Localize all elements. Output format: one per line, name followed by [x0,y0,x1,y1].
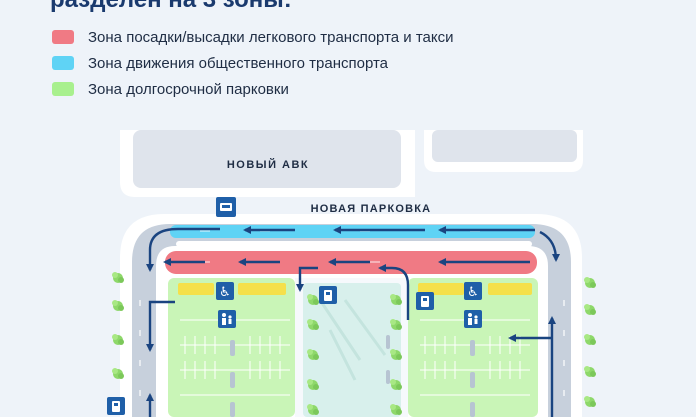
legend-item-dropoff-zone: Зона посадки/высадки легкового транспорт… [52,24,453,50]
legend-swatch-green [52,82,74,96]
legend-swatch-blue [52,56,74,70]
legend-item-public-transport-zone: Зона движения общественного транспорта [52,50,453,76]
legend-label: Зона долгосрочной парковки [88,80,289,98]
svg-text:♿: ♿ [219,284,231,299]
bus-stop-icon [216,197,236,217]
parking-dividers [230,335,475,417]
family-icon [218,310,482,328]
terminal-building: НОВЫЙ АВК [120,130,415,197]
legend: Зона посадки/высадки легкового транспорт… [52,24,453,102]
legend-label: Зона посадки/высадки легкового транспорт… [88,28,454,46]
parking-label: НОВАЯ ПАРКОВКА [311,203,432,215]
side-lane-markings [139,300,565,396]
side-building [424,130,583,172]
terminal-label: НОВЫЙ АВК [227,158,309,171]
arrow-icon [146,226,560,417]
wheelchair-icon: ♿ ♿ [216,282,482,300]
svg-text:♿: ♿ [467,284,479,299]
public-transport-zone [170,225,535,238]
legend-label: Зона движения общественного транспорта [88,54,389,72]
parking-payment-icon [107,286,434,415]
legend-item-long-term-parking-zone: Зона долгосрочной парковки [52,76,453,102]
page-heading: разделен на 3 зоны: [50,0,292,14]
legend-swatch-red [52,30,74,44]
